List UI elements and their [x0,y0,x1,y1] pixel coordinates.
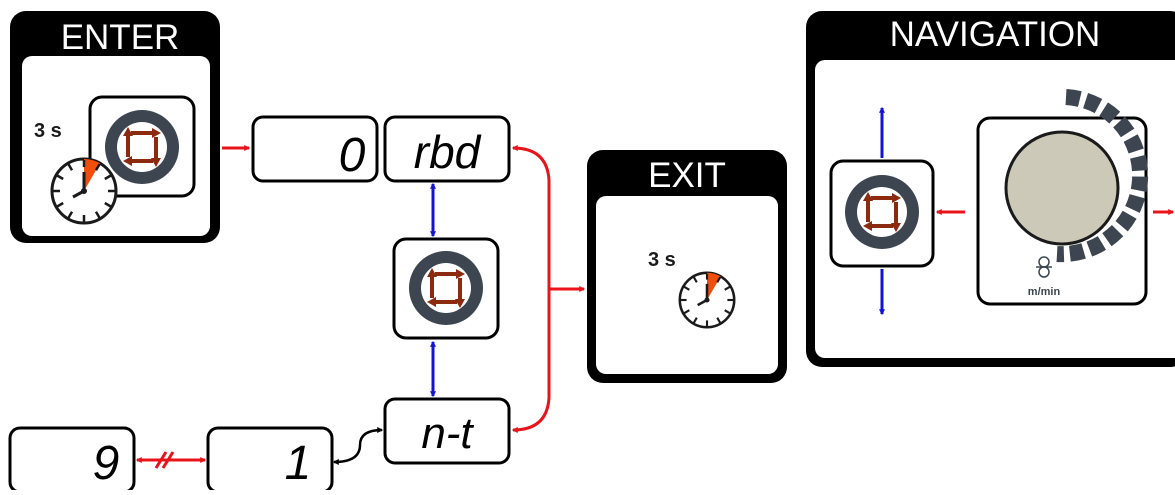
display-nine: 9 [8,426,136,494]
display-rbd-value: rbd [414,126,482,178]
wire-feed-icon [1036,256,1052,278]
display-one-value: 1 [285,437,312,490]
exit-title: EXIT [648,156,726,195]
exit-clock-icon [678,271,736,329]
confirm-arrows [135,145,1175,469]
display-zero-value: 0 [339,129,366,182]
middle-rotary-button[interactable] [392,237,500,340]
middle-rotary-button-icon[interactable] [407,249,485,327]
navigate-arrows [430,106,885,398]
enter-clock-icon [50,157,118,225]
enter-rotary-button-icon[interactable] [103,108,181,186]
knob-scale [1056,89,1149,263]
display-zero: 0 [251,115,379,183]
display-nine-value: 9 [93,437,120,490]
display-nt: n-t [383,397,511,465]
navigation-title: NAVIGATION [890,15,1101,54]
wire-feed-knob[interactable] [1004,130,1120,246]
enter-panel: ENTER 3 s [10,11,220,243]
display-rbd: rbd [383,115,511,183]
display-nt-value: n-t [421,409,474,458]
exit-hold-time: 3 s [648,249,676,271]
navigation-panel: NAVIGATION m/min [806,11,1175,367]
navigation-rotary-button-icon[interactable] [843,173,921,251]
display-one: 1 [206,426,334,494]
exit-panel: EXIT 3 s [587,150,787,383]
enter-hold-time: 3 s [34,120,62,142]
one-to-nt-arrow [332,427,384,465]
knob-unit-label: m/min [1028,286,1061,298]
exit-bracket-arrow [511,145,551,433]
enter-title: ENTER [61,18,180,57]
